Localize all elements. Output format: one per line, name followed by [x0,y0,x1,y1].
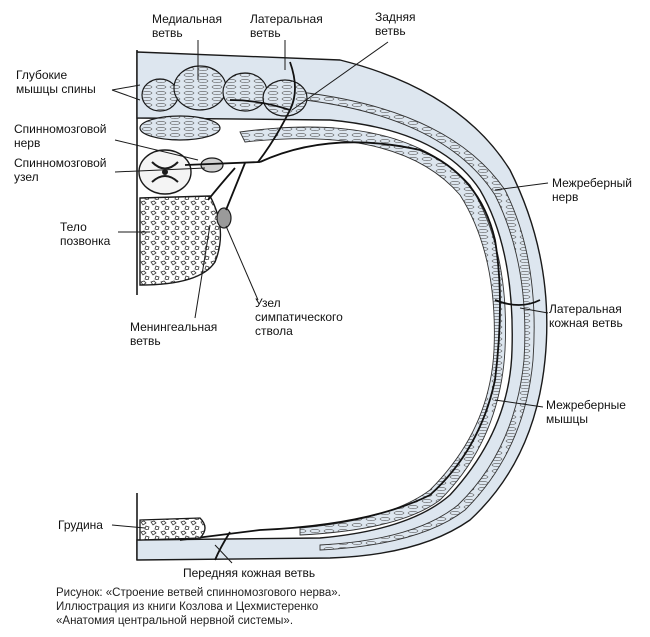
lateral-cutaneous-nerve [494,299,541,306]
vertebral-body [139,195,222,286]
spinal-nerve-trunk [184,161,261,166]
intercostal-muscle-layer [239,126,506,536]
figure-caption: Рисунок: «Строение ветвей спинномозговог… [56,587,341,627]
label-medial-branch: Медиальная ветвь [152,12,222,40]
outer-muscle-layer [299,91,535,551]
label-deep-back-muscles: Глубокие мышцы спины [16,68,96,96]
label-anterior-cutaneous-branch: Передняя кожная ветвь [183,566,316,580]
body-wall [136,51,548,561]
label-spinal-ganglion: Спинномозговой узел [14,156,107,184]
leader-lines [111,40,549,564]
ganglion-connection [225,162,246,211]
lateral-branch [289,61,296,111]
sympathetic-ganglion [216,207,232,229]
intercostal-nerve-path [179,141,501,541]
label-intercostal-nerve: Межреберный нерв [552,176,632,204]
label-intercostal-muscles: Межреберные мышцы [546,398,626,426]
posterior-branch [257,109,291,163]
spinal-cord [138,149,192,195]
label-posterior-branch: Задняя ветвь [375,10,416,38]
label-lateral-branch: Латеральная ветвь [250,12,323,40]
medial-branch [229,99,291,111]
label-sympathetic-ganglion: Узел симпатического ствола [255,296,343,338]
nerves [179,61,541,561]
label-sternum: Грудина [58,518,103,532]
label-lateral-cutaneous-branch: Латеральная кожная ветвь [549,302,623,330]
anterior-cutaneous-nerve [214,531,231,561]
sternum-bone [139,517,206,541]
label-spinal-nerve: Спинномозговой нерв [14,122,107,150]
meningeal-nerve [207,167,236,201]
label-vertebral-body: Тело позвонка [60,220,111,248]
label-meningeal-branch: Менингеальная ветвь [130,320,218,348]
